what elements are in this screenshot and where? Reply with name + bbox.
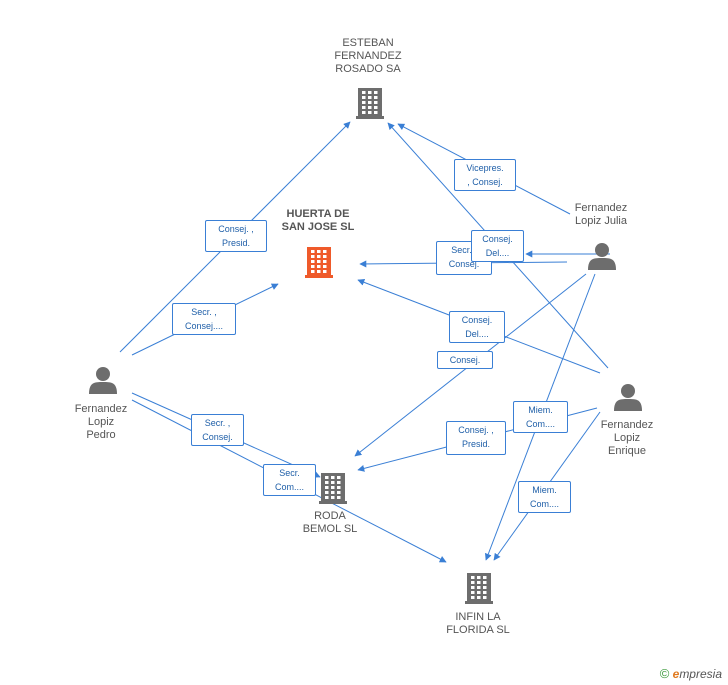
huerta-building-icon[interactable] — [305, 247, 333, 278]
pedro-person-icon[interactable] — [89, 367, 117, 394]
roda-building-icon[interactable] — [319, 473, 347, 504]
edge-label-enrique-huerta[interactable]: Consej. Del.... — [449, 311, 505, 343]
edge-label-julia-infin[interactable]: Miem. Com.... — [513, 401, 568, 433]
edge-label-julia-esteban[interactable]: Vicepres. , Consej. — [454, 159, 516, 191]
edge-label-pedro-roda[interactable]: Secr. , Consej. — [191, 414, 244, 446]
julia-person-icon[interactable] — [588, 243, 616, 270]
icons-layer — [89, 88, 642, 604]
enrique-person-icon[interactable] — [614, 384, 642, 411]
node-label-roda[interactable]: RODA BEMOL SL — [302, 510, 358, 535]
edge-label-pedro-esteban[interactable]: Consej. , Presid. — [205, 220, 267, 252]
footer-brand[interactable]: © empresia — [660, 666, 722, 681]
edge-label-julia-roda[interactable]: Consej. — [437, 351, 493, 369]
edge-label-pedro-infin[interactable]: Secr. Com.... — [263, 464, 316, 496]
brand-name: mpresia — [679, 667, 722, 681]
edge-label-enrique-infin[interactable]: Miem. Com.... — [518, 481, 571, 513]
edge-label-enrique-huerta[interactable]: Consej. Del.... — [471, 230, 524, 262]
node-label-huerta[interactable]: HUERTA DE SAN JOSE SL — [281, 208, 355, 233]
node-label-infin[interactable]: INFIN LA FLORIDA SL — [446, 611, 510, 636]
infin-building-icon[interactable] — [465, 573, 493, 604]
copyright-icon: © — [659, 666, 670, 681]
node-label-esteban[interactable]: ESTEBAN FERNANDEZ ROSADO SA — [334, 36, 402, 75]
edge-label-enrique-roda[interactable]: Consej. , Presid. — [446, 421, 506, 455]
brand-initial: e — [672, 667, 680, 681]
edge-label-pedro-huerta[interactable]: Secr. , Consej.... — [172, 303, 236, 335]
node-label-enrique[interactable]: Fernandez Lopiz Enrique — [600, 418, 654, 457]
esteban-building-icon[interactable] — [356, 88, 384, 119]
node-label-julia[interactable]: Fernandez Lopiz Julia — [574, 202, 628, 227]
node-label-pedro[interactable]: Fernandez Lopiz Pedro — [74, 402, 128, 441]
